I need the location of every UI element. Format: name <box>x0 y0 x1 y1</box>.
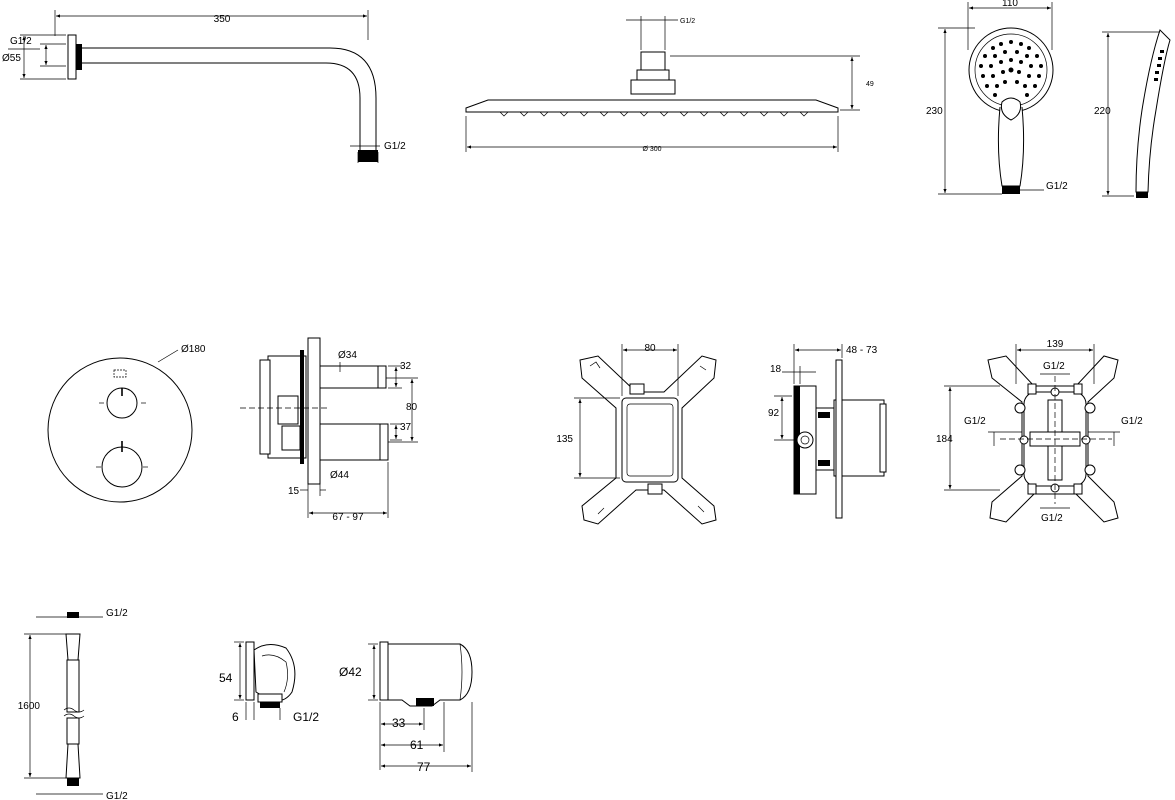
hose-length-label: 1600 <box>18 701 41 712</box>
dim-80-label: 80 <box>406 402 418 413</box>
box-back-thread-top-label: G1/2 <box>1043 361 1065 372</box>
holder-d33-label: 33 <box>392 716 406 730</box>
rosette-diameter-label: Ø180 <box>181 344 206 355</box>
holder-diameter-label: Ø42 <box>339 665 362 679</box>
hose-thread-bottom-label: G1/2 <box>106 791 128 800</box>
hand-shower-front-drawing: 110 230 G1/2 <box>926 0 1068 195</box>
box-front-height-label: 135 <box>556 434 573 445</box>
dim-15-label: 15 <box>288 486 300 497</box>
box-front-width-label: 80 <box>644 343 656 354</box>
depth-range-label: 67 - 97 <box>332 512 364 523</box>
hand-thread-label: G1/2 <box>1046 181 1068 192</box>
handle-lower-label: Ø44 <box>330 470 349 481</box>
dim-92-label: 92 <box>768 408 780 419</box>
wall-outlet-drawing: 54 6 G1/2 <box>219 641 319 724</box>
dim-18-label: 18 <box>770 364 782 375</box>
arm-thread-top-label: G1/2 <box>10 36 32 47</box>
box-back-thread-left-label: G1/2 <box>964 416 986 427</box>
head-height-label: 49 <box>866 81 874 88</box>
side-nozzles <box>1154 50 1164 81</box>
box-back-height-label: 184 <box>936 434 953 445</box>
holder-d77-label: 77 <box>417 760 431 774</box>
box-side-depth-label: 48 - 73 <box>846 345 878 356</box>
thermostat-side-drawing: Ø34 Ø44 32 37 80 15 67 - 97 <box>240 337 418 523</box>
handle-upper-label: Ø34 <box>338 350 357 361</box>
outlet-height-label: 54 <box>219 671 233 685</box>
hand-width-label: 110 <box>1002 0 1018 9</box>
box-back-drawing: 139 G1/2 G1/2 G1/2 G1/2 184 <box>936 339 1143 524</box>
thermostat-front-drawing: Ø180 <box>47 344 206 503</box>
hand-side-length-label: 220 <box>1094 106 1111 117</box>
box-back-thread-bottom-label: G1/2 <box>1041 513 1063 524</box>
hose-thread-top-label: G1/2 <box>106 608 128 619</box>
outlet-d6-label: 6 <box>232 710 239 724</box>
dim-32-label: 32 <box>400 361 412 372</box>
arm-thread-end-label: G1/2 <box>384 141 406 152</box>
shower-arm-drawing: 350 G1/2 Ø55 G1/2 <box>2 10 406 163</box>
dim-37-label: 37 <box>400 422 412 433</box>
box-back-thread-right-label: G1/2 <box>1121 416 1143 427</box>
hand-length-label: 230 <box>926 106 943 117</box>
outlet-thread-label: G1/2 <box>293 710 319 724</box>
head-thread-label: G1/2 <box>680 18 695 25</box>
hose-drawing: G1/2 G1/2 1600 <box>18 608 128 800</box>
holder-drawing: Ø42 33 61 77 <box>339 641 473 774</box>
box-side-drawing: 48 - 73 18 92 <box>768 344 887 519</box>
arm-flange-label: Ø55 <box>2 53 21 64</box>
head-shower-drawing: G1/2 49 Ø 300 <box>465 16 874 153</box>
head-diameter-label: Ø 300 <box>642 146 661 153</box>
hand-spray-holes <box>979 40 1043 97</box>
box-front-drawing: 80 135 <box>556 343 717 525</box>
arm-length-label: 350 <box>214 14 231 25</box>
box-back-width-label: 139 <box>1047 339 1064 350</box>
hand-shower-side-drawing: 220 <box>1094 29 1171 198</box>
holder-d61-label: 61 <box>410 738 424 752</box>
head-nozzles <box>499 111 809 117</box>
